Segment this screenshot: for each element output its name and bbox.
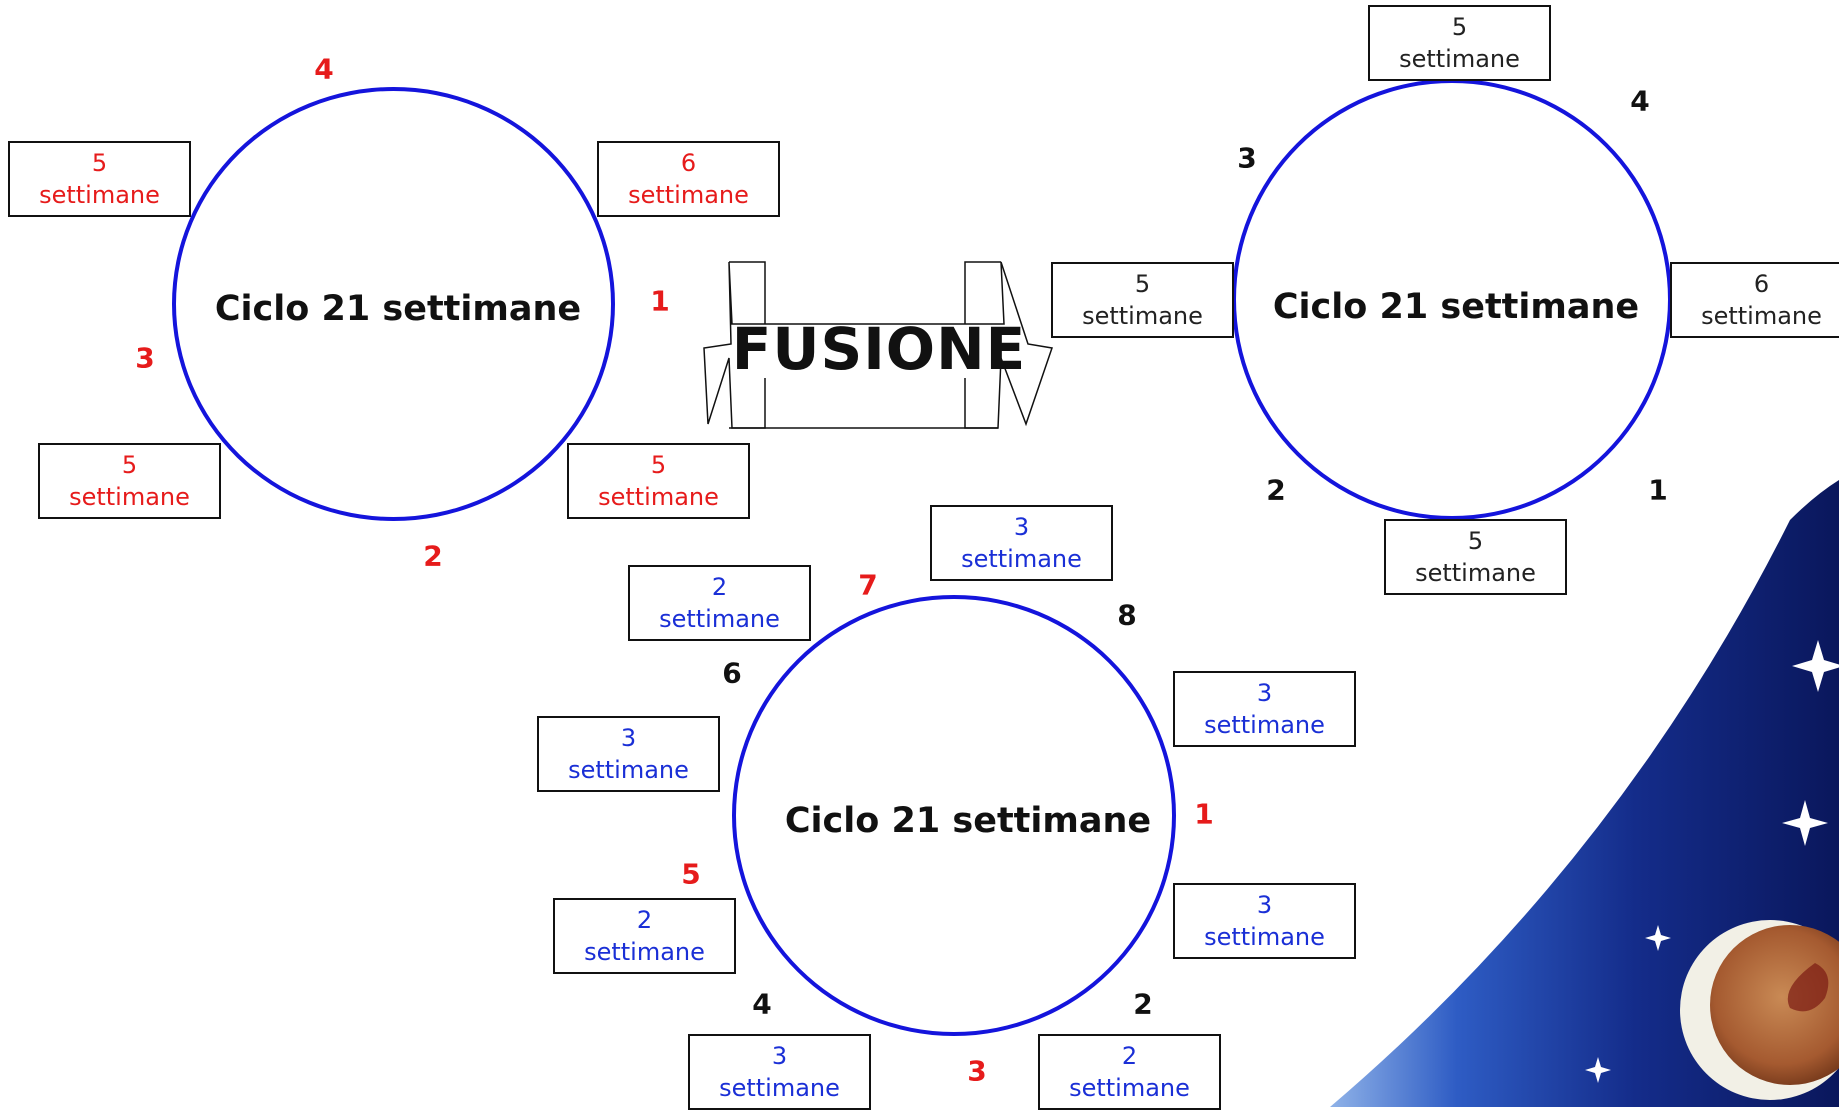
phase-marker: 6 xyxy=(722,656,742,690)
phase-marker: 4 xyxy=(752,987,772,1021)
phase-marker: 2 xyxy=(1133,987,1153,1021)
fusione-label: FUSIONE xyxy=(731,315,1027,383)
phase-marker: 3 xyxy=(967,1054,987,1088)
cycle-right-title: Ciclo 21 settimane xyxy=(1272,287,1640,327)
cycle-left-title: Ciclo 21 settimane xyxy=(214,289,582,329)
phase-marker: 4 xyxy=(314,52,334,86)
cycle-left-circle xyxy=(172,87,615,521)
phase-marker: 8 xyxy=(1117,598,1137,632)
cycle-bottom-title: Ciclo 21 settimane xyxy=(784,801,1152,841)
phase-marker: 5 xyxy=(681,857,701,891)
phase-marker: 7 xyxy=(858,568,878,602)
phase-marker: 3 xyxy=(135,341,155,375)
phase-marker: 4 xyxy=(1630,84,1650,118)
phase-marker: 3 xyxy=(1237,141,1257,175)
phase-marker: 1 xyxy=(1194,797,1214,831)
phase-marker: 2 xyxy=(1266,473,1286,507)
phase-marker: 1 xyxy=(650,284,670,318)
cycle-bottom-circle xyxy=(732,595,1176,1036)
phase-marker: 2 xyxy=(423,539,443,573)
phase-marker: 1 xyxy=(1648,473,1668,507)
